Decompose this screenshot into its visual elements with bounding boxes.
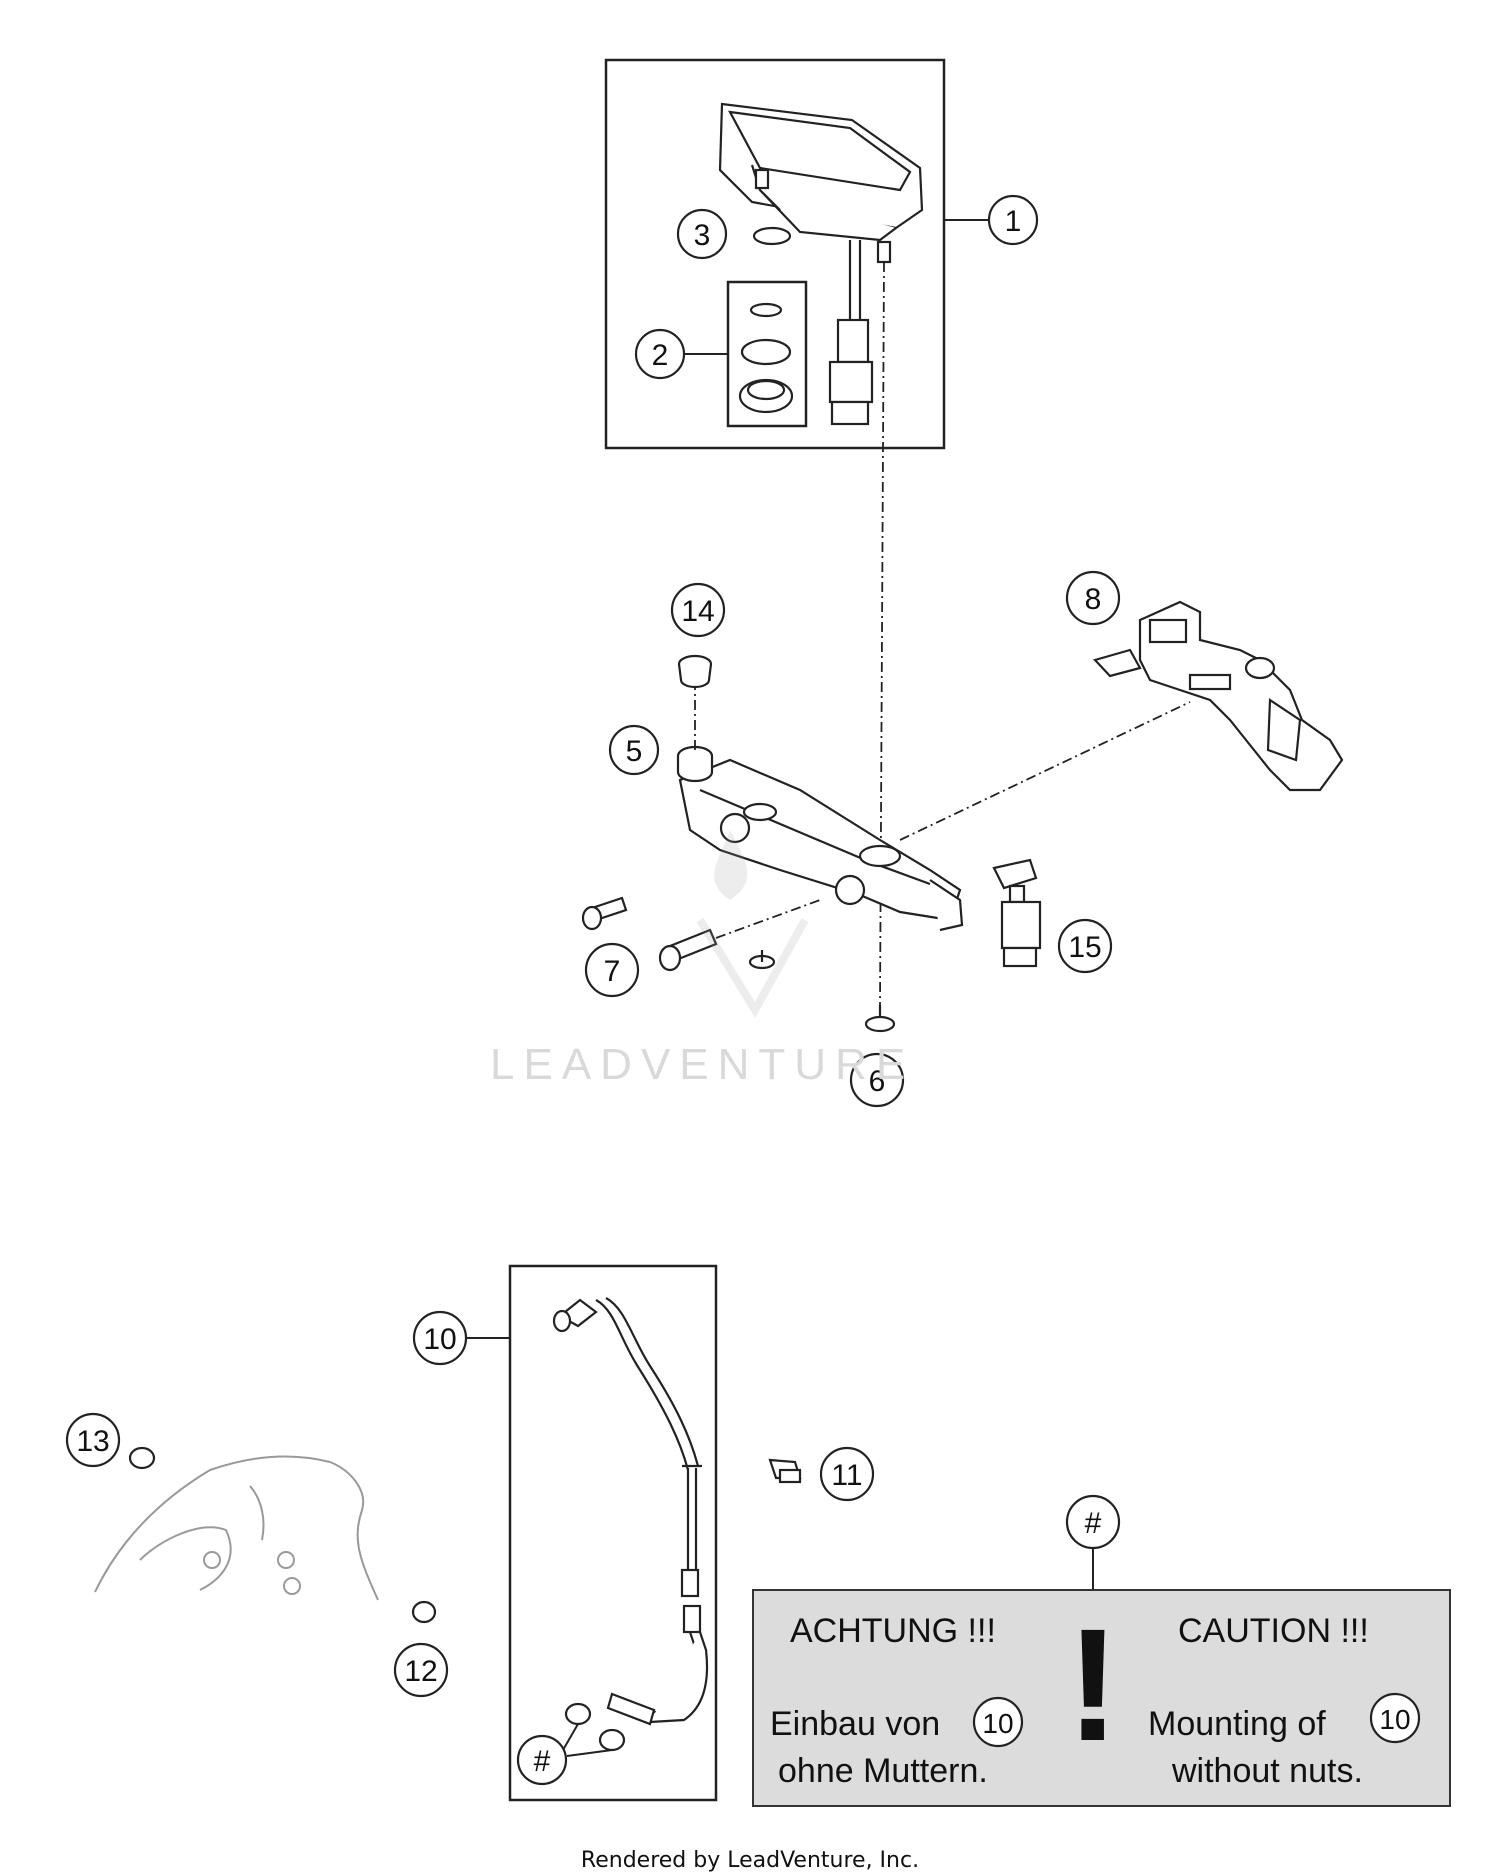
callout-7: 7: [604, 955, 621, 988]
part-12-bushing: [411, 1600, 437, 1624]
caution-en-line2: without nuts.: [1171, 1752, 1363, 1790]
callout-6: 6: [869, 1065, 886, 1098]
instrument-kit-box: [604, 58, 946, 450]
callout-12-circle: [393, 1642, 449, 1698]
nut-b: [598, 1728, 626, 1752]
callout-hash-kit: #: [534, 1745, 551, 1778]
callout-5-circle: [608, 724, 660, 776]
callout-12: 12: [404, 1655, 437, 1688]
callout-1: 1: [1005, 205, 1022, 238]
caution-de-ref: 10: [982, 1708, 1013, 1739]
brake-disc-outline: [94, 1455, 379, 1601]
caution-de-title: ACHTUNG !!!: [790, 1612, 996, 1650]
caution-en-line1: Mounting of: [1148, 1705, 1326, 1743]
part-3-nut: [752, 226, 792, 246]
callout-3: 3: [694, 219, 711, 252]
callout-1-circle: [987, 194, 1039, 246]
callout-3-circle: [676, 208, 728, 260]
callout-11-circle: [819, 1446, 875, 1502]
watermark-logo: [696, 830, 809, 1018]
watermark-text: LEADVENTURE: [490, 1040, 915, 1089]
callout-15: 15: [1068, 931, 1101, 964]
part-6-screw: [864, 1005, 896, 1033]
part-15-sensor: [992, 858, 1042, 968]
callout-14: 14: [681, 595, 714, 628]
nut-a: [564, 1702, 592, 1726]
callout-hash-kit-circle: [516, 1734, 568, 1786]
caution-note: ACHTUNG !!! Einbau von 10 ohne Muttern. …: [752, 1589, 1451, 1807]
caution-de-line1: Einbau von: [770, 1705, 940, 1743]
callout-8-circle: [1065, 570, 1121, 626]
caution-de-line2: ohne Muttern.: [778, 1752, 988, 1790]
callout-10: 10: [423, 1323, 456, 1356]
part-11-clip: [768, 1458, 802, 1484]
callout-hash-note: #: [1085, 1507, 1102, 1540]
callout-2: 2: [652, 339, 669, 372]
dashboard-unit: [718, 102, 924, 426]
callout-14-circle: [670, 582, 726, 638]
caution-en-title: CAUTION !!!: [1178, 1612, 1369, 1650]
callout-8: 8: [1085, 583, 1102, 616]
callout-13-circle: [65, 1412, 121, 1468]
triple-clamp-bracket: [678, 758, 964, 932]
part-7-bolts: [581, 896, 718, 972]
washer-screw: [748, 950, 776, 970]
footer-credit: Rendered by LeadVenture, Inc.: [580, 1848, 920, 1873]
callout-5: 5: [626, 735, 643, 768]
part-13-ring: [128, 1446, 156, 1470]
callout-13: 13: [76, 1425, 109, 1458]
callout-6-circle: [849, 1052, 905, 1108]
part-8-switch-housing: [1092, 600, 1344, 792]
caution-en-ref: 10: [1379, 1704, 1410, 1735]
part-10-kit-box: [508, 1264, 718, 1802]
part-10-speed-sensor-cable: [552, 1297, 709, 1726]
callout-15-circle: [1057, 918, 1113, 974]
caution-symbol: !: [1066, 1595, 1119, 1774]
callout-11: 11: [831, 1459, 862, 1492]
callout-7-circle: [584, 942, 640, 998]
